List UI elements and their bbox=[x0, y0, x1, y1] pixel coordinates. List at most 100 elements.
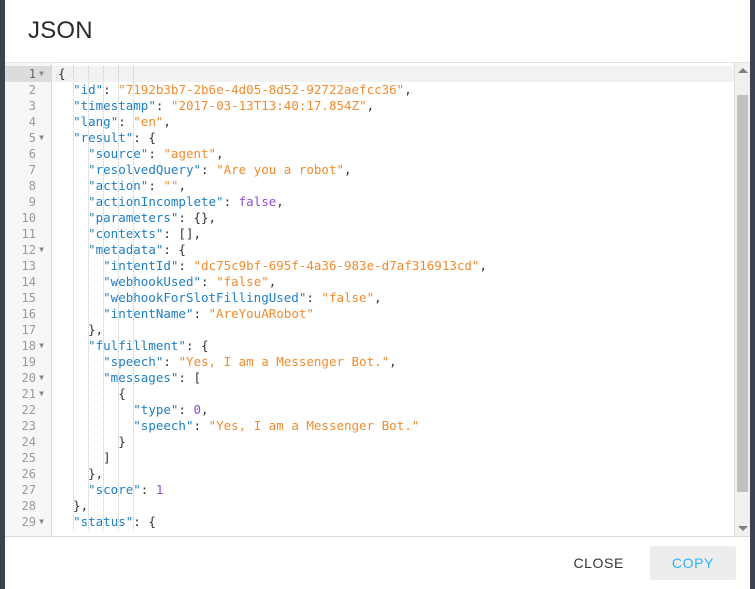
code-line-20[interactable]: "messages": [ bbox=[52, 370, 734, 386]
code-line-25[interactable]: ] bbox=[52, 450, 734, 466]
code-line-15[interactable]: "webhookForSlotFillingUsed": "false", bbox=[52, 290, 734, 306]
copy-button[interactable]: COPY bbox=[649, 546, 736, 580]
gutter-line-14[interactable]: 14▼ bbox=[5, 274, 51, 290]
gutter-line-17[interactable]: 17▼ bbox=[5, 322, 51, 338]
code-line-2[interactable]: "id": "7192b3b7-2b6e-4d05-8d52-92722aefc… bbox=[52, 82, 734, 98]
token-num: 0 bbox=[193, 402, 202, 417]
gutter-line-22[interactable]: 22▼ bbox=[5, 402, 51, 418]
gutter-line-5[interactable]: 5▼ bbox=[5, 130, 51, 146]
code-line-5[interactable]: "result": { bbox=[52, 130, 734, 146]
code-line-10[interactable]: "parameters": {}, bbox=[52, 210, 734, 226]
code-line-21[interactable]: { bbox=[52, 386, 734, 402]
token-punct: , bbox=[201, 402, 209, 417]
code-line-13[interactable]: "intentId": "dc75c9bf-695f-4a36-983e-d7a… bbox=[52, 258, 734, 274]
fold-spacer: ▼ bbox=[36, 434, 47, 450]
token-key: "score" bbox=[88, 482, 141, 497]
code-line-23[interactable]: "speech": "Yes, I am a Messenger Bot." bbox=[52, 418, 734, 434]
dialog-footer: CLOSE COPY bbox=[5, 537, 750, 589]
code-line-22[interactable]: "type": 0, bbox=[52, 402, 734, 418]
gutter-line-24[interactable]: 24▼ bbox=[5, 434, 51, 450]
line-indent bbox=[58, 498, 73, 513]
fold-triangle-icon[interactable]: ▼ bbox=[39, 341, 44, 350]
fold-triangle-icon[interactable]: ▼ bbox=[39, 373, 44, 382]
close-button[interactable]: CLOSE bbox=[557, 546, 639, 580]
code-line-6[interactable]: "source": "agent", bbox=[52, 146, 734, 162]
gutter-line-2[interactable]: 2▼ bbox=[5, 82, 51, 98]
gutter-line-29[interactable]: 29▼ bbox=[5, 514, 51, 530]
gutter-line-3[interactable]: 3▼ bbox=[5, 98, 51, 114]
gutter-line-26[interactable]: 26▼ bbox=[5, 466, 51, 482]
fold-spacer: ▼ bbox=[36, 274, 47, 290]
code-editor[interactable]: 1▼2▼3▼4▼5▼6▼7▼8▼9▼10▼11▼12▼13▼14▼15▼16▼1… bbox=[5, 63, 734, 536]
line-number: 4 bbox=[28, 115, 36, 129]
code-line-14[interactable]: "webhookUsed": "false", bbox=[52, 274, 734, 290]
line-number: 21 bbox=[21, 387, 36, 401]
fold-triangle-icon[interactable]: ▼ bbox=[39, 245, 44, 254]
token-punct: , bbox=[366, 98, 375, 113]
gutter-line-20[interactable]: 20▼ bbox=[5, 370, 51, 386]
scroll-down-arrow-icon[interactable] bbox=[735, 521, 750, 536]
gutter-line-19[interactable]: 19▼ bbox=[5, 354, 51, 370]
code-line-18[interactable]: "fulfillment": { bbox=[52, 338, 734, 354]
token-punct: : bbox=[178, 258, 194, 273]
gutter-line-18[interactable]: 18▼ bbox=[5, 338, 51, 354]
token-punct: : [], bbox=[163, 226, 202, 241]
code-line-17[interactable]: }, bbox=[52, 322, 734, 338]
code-line-27[interactable]: "score": 1 bbox=[52, 482, 734, 498]
code-line-4[interactable]: "lang": "en", bbox=[52, 114, 734, 130]
gutter-line-25[interactable]: 25▼ bbox=[5, 450, 51, 466]
fold-triangle-icon[interactable]: ▼ bbox=[39, 517, 44, 526]
code-line-26[interactable]: }, bbox=[52, 466, 734, 482]
gutter-line-1[interactable]: 1▼ bbox=[5, 66, 51, 82]
code-line-8[interactable]: "action": "", bbox=[52, 178, 734, 194]
token-punct: : bbox=[140, 482, 156, 497]
fold-spacer: ▼ bbox=[36, 162, 47, 178]
code-content[interactable]: { "id": "7192b3b7-2b6e-4d05-8d52-92722ae… bbox=[52, 63, 734, 536]
line-number: 9 bbox=[28, 195, 36, 209]
line-indent bbox=[58, 274, 103, 289]
code-line-28[interactable]: }, bbox=[52, 498, 734, 514]
gutter-line-27[interactable]: 27▼ bbox=[5, 482, 51, 498]
code-line-29[interactable]: "status": { bbox=[52, 514, 734, 530]
gutter-line-11[interactable]: 11▼ bbox=[5, 226, 51, 242]
fold-triangle-icon[interactable]: ▼ bbox=[39, 389, 44, 398]
token-key: "resolvedQuery" bbox=[88, 162, 201, 177]
gutter-line-10[interactable]: 10▼ bbox=[5, 210, 51, 226]
fold-triangle-icon[interactable]: ▼ bbox=[39, 69, 44, 78]
gutter-line-21[interactable]: 21▼ bbox=[5, 386, 51, 402]
code-line-11[interactable]: "contexts": [], bbox=[52, 226, 734, 242]
code-line-16[interactable]: "intentName": "AreYouARobot" bbox=[52, 306, 734, 322]
scroll-up-arrow-icon[interactable] bbox=[735, 63, 750, 78]
vertical-scrollbar[interactable] bbox=[734, 63, 750, 536]
gutter-line-4[interactable]: 4▼ bbox=[5, 114, 51, 130]
fold-spacer: ▼ bbox=[36, 194, 47, 210]
gutter-line-6[interactable]: 6▼ bbox=[5, 146, 51, 162]
token-key: "webhookForSlotFillingUsed" bbox=[103, 290, 307, 305]
gutter-line-12[interactable]: 12▼ bbox=[5, 242, 51, 258]
gutter-line-23[interactable]: 23▼ bbox=[5, 418, 51, 434]
code-line-3[interactable]: "timestamp": "2017-03-13T13:40:17.854Z", bbox=[52, 98, 734, 114]
gutter-line-13[interactable]: 13▼ bbox=[5, 258, 51, 274]
code-line-9[interactable]: "actionIncomplete": false, bbox=[52, 194, 734, 210]
code-line-19[interactable]: "speech": "Yes, I am a Messenger Bot.", bbox=[52, 354, 734, 370]
token-punct: , bbox=[276, 194, 284, 209]
code-editor-region: 1▼2▼3▼4▼5▼6▼7▼8▼9▼10▼11▼12▼13▼14▼15▼16▼1… bbox=[5, 62, 750, 537]
gutter-line-7[interactable]: 7▼ bbox=[5, 162, 51, 178]
token-punct: , bbox=[389, 354, 397, 369]
line-number: 3 bbox=[28, 99, 36, 113]
gutter-line-8[interactable]: 8▼ bbox=[5, 178, 51, 194]
gutter-line-16[interactable]: 16▼ bbox=[5, 306, 51, 322]
code-line-24[interactable]: } bbox=[52, 434, 734, 450]
token-punct: ] bbox=[103, 450, 111, 465]
token-punct: : bbox=[103, 82, 119, 97]
fold-triangle-icon[interactable]: ▼ bbox=[39, 133, 44, 142]
code-line-12[interactable]: "metadata": { bbox=[52, 242, 734, 258]
gutter-line-9[interactable]: 9▼ bbox=[5, 194, 51, 210]
gutter-line-15[interactable]: 15▼ bbox=[5, 290, 51, 306]
scrollbar-thumb[interactable] bbox=[737, 94, 748, 492]
code-line-7[interactable]: "resolvedQuery": "Are you a robot", bbox=[52, 162, 734, 178]
code-line-1[interactable]: { bbox=[52, 66, 734, 82]
indent-guide bbox=[103, 66, 105, 530]
line-number-gutter[interactable]: 1▼2▼3▼4▼5▼6▼7▼8▼9▼10▼11▼12▼13▼14▼15▼16▼1… bbox=[5, 63, 52, 536]
gutter-line-28[interactable]: 28▼ bbox=[5, 498, 51, 514]
